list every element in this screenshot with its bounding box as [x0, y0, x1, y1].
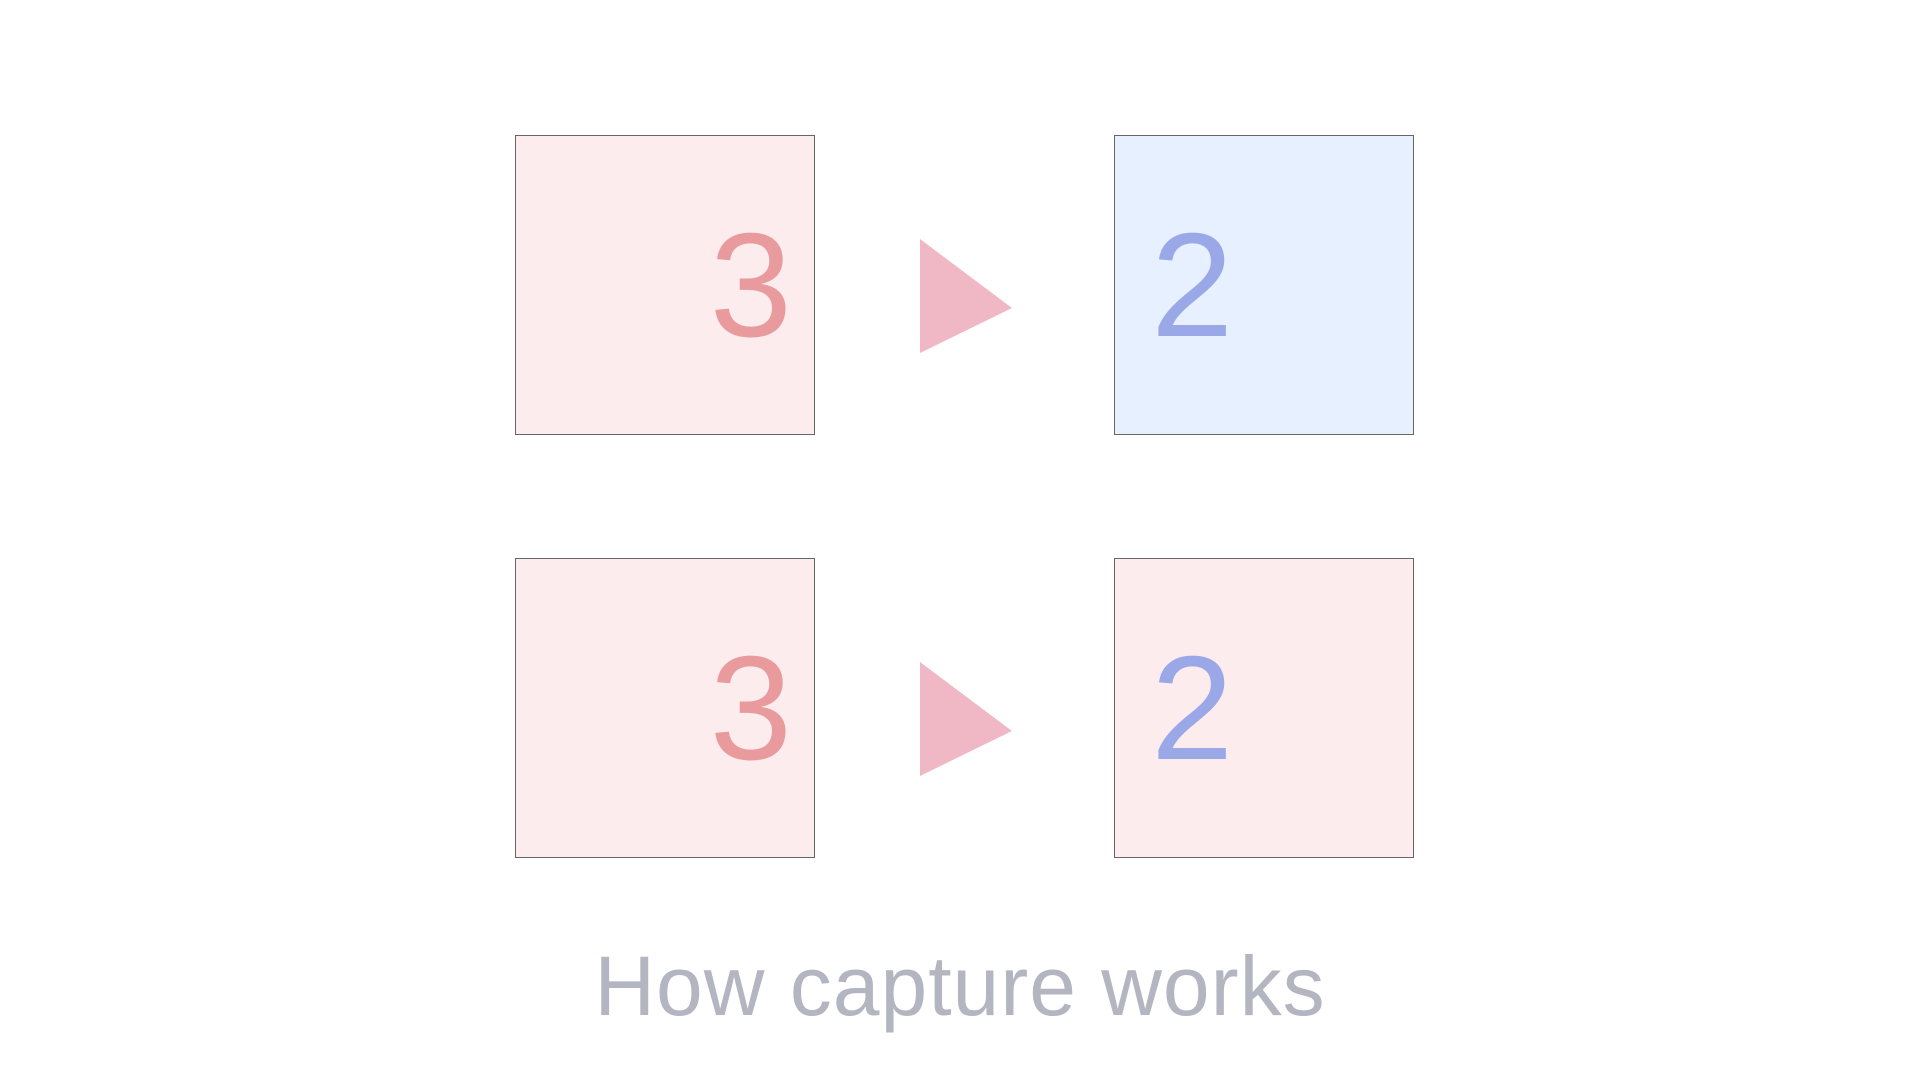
- row2-source-number: 3: [709, 626, 792, 791]
- row2-target-number: 2: [1151, 626, 1234, 791]
- row2-source-cell: 3: [515, 558, 815, 858]
- row2-arrow-icon: [920, 662, 1012, 776]
- row1-target-number: 2: [1151, 203, 1234, 368]
- row1-arrow-icon: [920, 239, 1012, 353]
- diagram-caption: How capture works: [594, 939, 1326, 1033]
- row1-source-number: 3: [709, 203, 792, 368]
- row2-target-cell: 2: [1114, 558, 1414, 858]
- row1-target-cell: 2: [1114, 135, 1414, 435]
- row1-source-cell: 3: [515, 135, 815, 435]
